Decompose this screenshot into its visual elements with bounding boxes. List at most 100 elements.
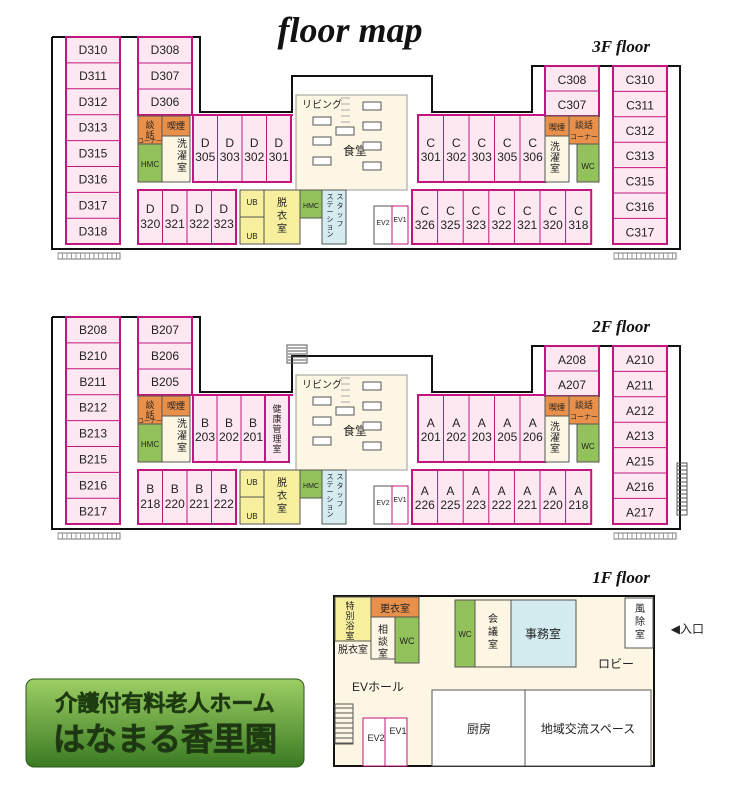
- room-label: 202: [219, 430, 239, 444]
- room-label: C: [528, 136, 537, 150]
- room-label: C: [574, 204, 583, 218]
- room-row: [192, 394, 266, 463]
- laundry-label: 洗: [550, 141, 560, 153]
- dining-table: [312, 416, 332, 426]
- health-room-label: 康: [272, 413, 281, 424]
- laundry-label: 濯: [177, 430, 187, 442]
- meeting-room-label: 室: [488, 638, 498, 651]
- room-label: 202: [446, 430, 466, 444]
- room-label: D: [274, 136, 283, 150]
- room-label: A: [427, 416, 435, 430]
- room-label: 201: [243, 430, 263, 444]
- room-label: 302: [244, 150, 264, 164]
- room-label: 203: [195, 430, 215, 444]
- room-label: B: [201, 416, 209, 430]
- room-label: B205: [151, 375, 179, 389]
- room-label: C315: [626, 175, 655, 189]
- room-label: 323: [466, 218, 486, 232]
- staff-station-label: ョ: [327, 504, 334, 511]
- staircase: [334, 703, 354, 745]
- building-outline: [51, 316, 681, 530]
- room-label: C312: [626, 124, 655, 138]
- unit-bath-label: UB: [246, 512, 257, 521]
- kitchen-label: 厨房: [467, 721, 491, 736]
- wc-label: WC: [458, 630, 472, 639]
- staff-station-label: ス: [337, 473, 344, 481]
- building-outline: [51, 36, 681, 250]
- room-label: A213: [626, 429, 654, 443]
- room-label: A217: [626, 505, 654, 519]
- room-label: 301: [269, 150, 289, 164]
- room-label: 320: [140, 217, 160, 231]
- changing-room-label: 脱: [277, 196, 287, 209]
- room-label: 321: [517, 218, 537, 232]
- health-room-label: 管: [272, 423, 281, 434]
- vestibule: [624, 597, 654, 649]
- dining-table: [312, 436, 332, 446]
- health-room: [264, 394, 290, 463]
- staff-station-label: ョ: [327, 224, 334, 231]
- dining-label: 食堂: [343, 143, 367, 158]
- room-label: 218: [140, 497, 160, 511]
- room-label: C311: [626, 98, 654, 112]
- room-label: C316: [626, 200, 655, 214]
- room-label: 226: [415, 498, 435, 512]
- room-label: A: [446, 484, 454, 498]
- elevator-label: EV2: [376, 500, 389, 507]
- wc-label: WC: [400, 636, 415, 646]
- dining-table: [362, 121, 382, 131]
- room-label: D306: [151, 95, 180, 109]
- laundry-label: 室: [177, 441, 187, 454]
- room-label: 303: [220, 150, 240, 164]
- lobby-label: ロビー: [598, 657, 634, 671]
- room-label: A215: [626, 455, 654, 469]
- dining-area: [295, 94, 408, 191]
- floor-label: 2F floor: [591, 317, 650, 336]
- room-label: A: [574, 484, 582, 498]
- room-label: 305: [195, 150, 215, 164]
- room-label: C: [503, 136, 512, 150]
- logo-panel: [25, 678, 305, 768]
- wc-block: [576, 143, 600, 183]
- room-label: C: [472, 204, 481, 218]
- room-label: 225: [440, 498, 460, 512]
- laundry-block: [161, 135, 191, 183]
- staff-station-label: ス: [337, 193, 344, 201]
- office: [510, 599, 577, 668]
- room-label: A211: [626, 378, 653, 392]
- consultation-room-label: 相: [378, 623, 388, 636]
- dining-table: [312, 116, 332, 126]
- room-label: 205: [497, 430, 517, 444]
- room-label: 218: [568, 498, 588, 512]
- health-room-label: 室: [272, 443, 281, 454]
- lounge-label: 話: [145, 409, 154, 420]
- staff-station-label: ス: [327, 473, 334, 481]
- room-label: A: [503, 416, 511, 430]
- hmc-label: HMC: [141, 160, 159, 169]
- page-title: floor map: [277, 10, 422, 50]
- room-label: A: [498, 484, 506, 498]
- hmc-label: HMC: [141, 440, 159, 449]
- changing-room-label: 衣: [277, 209, 287, 222]
- laundry-label: 室: [550, 162, 560, 175]
- room-label: C313: [626, 149, 655, 163]
- room-label: C: [548, 204, 557, 218]
- laundry-label: 洗: [550, 421, 560, 433]
- room-label: A: [421, 484, 429, 498]
- room-label: C: [497, 204, 506, 218]
- room-label: 322: [492, 218, 512, 232]
- dining-table: [362, 161, 382, 171]
- lounge-label: 談話: [575, 399, 593, 410]
- room-label: 320: [543, 218, 563, 232]
- office-label: 事務室: [525, 626, 561, 641]
- unit-bath-label: UB: [246, 478, 257, 487]
- laundry-label: 洗: [177, 138, 187, 150]
- room-label: D: [225, 136, 234, 150]
- floor-label: 3F floor: [591, 37, 650, 56]
- room-label: B207: [151, 323, 179, 337]
- room-label: C: [477, 136, 486, 150]
- room-label: B206: [151, 349, 179, 363]
- room-label: D317: [79, 198, 108, 212]
- unit-bath-label: UB: [246, 198, 257, 207]
- special-bath-label: 室: [345, 630, 354, 641]
